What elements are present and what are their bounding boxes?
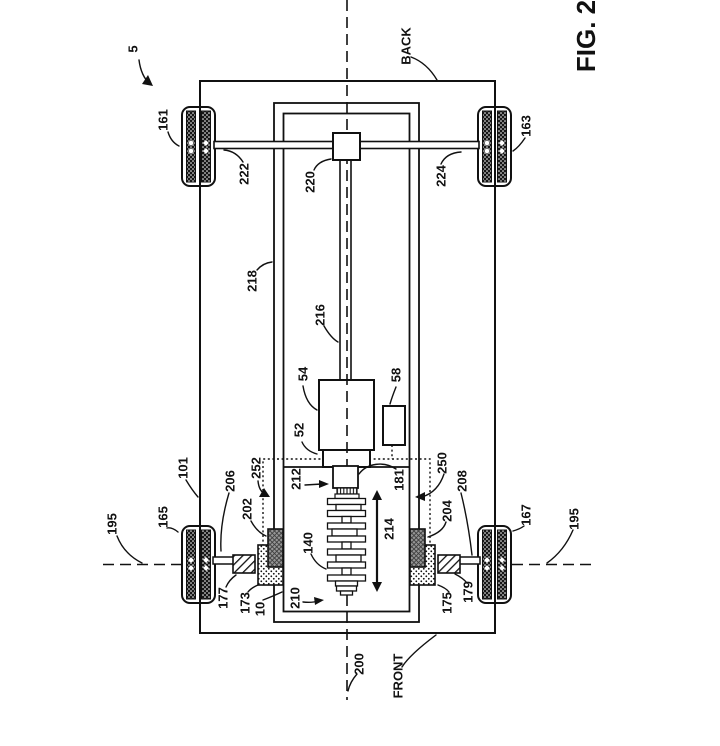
ref-212: 212 bbox=[288, 468, 303, 490]
leader-54 bbox=[302, 385, 318, 411]
ref-214: 214 bbox=[381, 517, 396, 539]
ref-140: 140 bbox=[300, 532, 315, 554]
ref-224: 224 bbox=[433, 164, 448, 186]
leader-163 bbox=[512, 137, 526, 152]
leader-202 bbox=[250, 520, 267, 537]
leader-195-right bbox=[546, 529, 574, 564]
crank-flange-ribbed bbox=[336, 487, 358, 495]
ref-204: 204 bbox=[439, 499, 454, 521]
leader-179 bbox=[454, 573, 468, 584]
leader-173 bbox=[247, 584, 259, 593]
ref-163: 163 bbox=[518, 115, 533, 137]
ref-220: 220 bbox=[302, 171, 317, 193]
ref-202: 202 bbox=[239, 498, 254, 520]
stroke-direction-arrow-214 bbox=[372, 490, 382, 592]
figure-title: FIG. 2 bbox=[571, 0, 601, 72]
ref-206: 206 bbox=[222, 470, 237, 492]
ref-216: 216 bbox=[312, 304, 327, 326]
leader-195-left bbox=[116, 535, 143, 564]
ref-195-left: 195 bbox=[104, 513, 119, 535]
leader-204 bbox=[427, 521, 447, 538]
leader-167 bbox=[512, 525, 525, 532]
leader-lines bbox=[116, 56, 574, 692]
ref-173: 173 bbox=[237, 592, 252, 614]
reference-labels: 5 FIG. 2 BACK FRONT 161 222 220 224 163 … bbox=[104, 0, 600, 698]
mount-block-179 bbox=[437, 554, 461, 574]
leader-218 bbox=[256, 261, 273, 271]
leader-250 bbox=[421, 473, 445, 498]
leader-252-arrowhead bbox=[259, 488, 270, 497]
front-label: FRONT bbox=[390, 654, 405, 699]
ref-175: 175 bbox=[439, 592, 454, 614]
leader-212-arrowhead bbox=[319, 480, 329, 488]
ref-179: 179 bbox=[460, 581, 475, 603]
leader-177 bbox=[225, 574, 237, 588]
ref-250: 250 bbox=[434, 452, 449, 474]
front-left-mount-cluster bbox=[232, 528, 284, 586]
leader-101 bbox=[185, 479, 199, 498]
leader-5-arrowhead bbox=[142, 75, 153, 86]
leader-back bbox=[410, 56, 438, 81]
rear-drive-unit-220 bbox=[332, 132, 361, 161]
leader-140 bbox=[310, 553, 327, 570]
ref-222: 222 bbox=[236, 163, 251, 185]
ref-252: 252 bbox=[248, 457, 263, 479]
mount-block-204 bbox=[409, 528, 426, 568]
leader-10 bbox=[262, 591, 283, 601]
ref-52: 52 bbox=[291, 423, 306, 437]
ref-54: 54 bbox=[295, 366, 310, 381]
frame-inner-218 bbox=[282, 112, 411, 613]
leader-216 bbox=[323, 325, 339, 343]
front-right-halfshaft-208 bbox=[458, 556, 481, 565]
leader-200 bbox=[347, 673, 358, 692]
leader-175 bbox=[437, 584, 450, 593]
ref-218: 218 bbox=[244, 270, 259, 292]
crankshaft-assembly-140 bbox=[326, 465, 367, 596]
leader-52 bbox=[301, 441, 318, 455]
ref-101: 101 bbox=[175, 457, 190, 479]
coupling-212 bbox=[332, 465, 359, 489]
back-label: BACK bbox=[398, 27, 413, 65]
ref-181: 181 bbox=[391, 469, 406, 491]
leader-222 bbox=[223, 149, 244, 163]
ref-5: 5 bbox=[125, 45, 140, 52]
front-right-mount-cluster bbox=[409, 528, 461, 586]
ref-165: 165 bbox=[155, 506, 170, 528]
leader-181 bbox=[358, 463, 397, 475]
mount-block-202 bbox=[267, 528, 284, 568]
ref-210: 210 bbox=[287, 587, 302, 609]
leader-58 bbox=[389, 386, 397, 405]
ref-200: 200 bbox=[351, 653, 366, 675]
ref-195-right: 195 bbox=[566, 508, 581, 530]
ref-161: 161 bbox=[155, 109, 170, 131]
ref-208: 208 bbox=[454, 470, 469, 492]
wheel-161 bbox=[181, 106, 216, 187]
leader-161 bbox=[167, 131, 180, 147]
leader-165 bbox=[166, 527, 179, 533]
leader-224 bbox=[440, 151, 462, 165]
ref-177: 177 bbox=[215, 587, 230, 609]
leader-210-arrowhead bbox=[314, 597, 324, 605]
component-58 bbox=[382, 405, 406, 446]
ref-10: 10 bbox=[252, 602, 267, 616]
ref-167: 167 bbox=[518, 504, 533, 526]
leader-220 bbox=[313, 158, 332, 171]
leader-206 bbox=[220, 492, 230, 552]
leader-front bbox=[401, 634, 437, 668]
leader-250-arrowhead bbox=[415, 492, 425, 501]
front-left-halfshaft-206 bbox=[212, 556, 235, 565]
leader-208 bbox=[460, 492, 473, 556]
wheel-165 bbox=[181, 525, 216, 604]
ref-58: 58 bbox=[388, 368, 403, 382]
mount-block-177 bbox=[232, 554, 256, 574]
drive-shaft-216 bbox=[339, 159, 352, 382]
